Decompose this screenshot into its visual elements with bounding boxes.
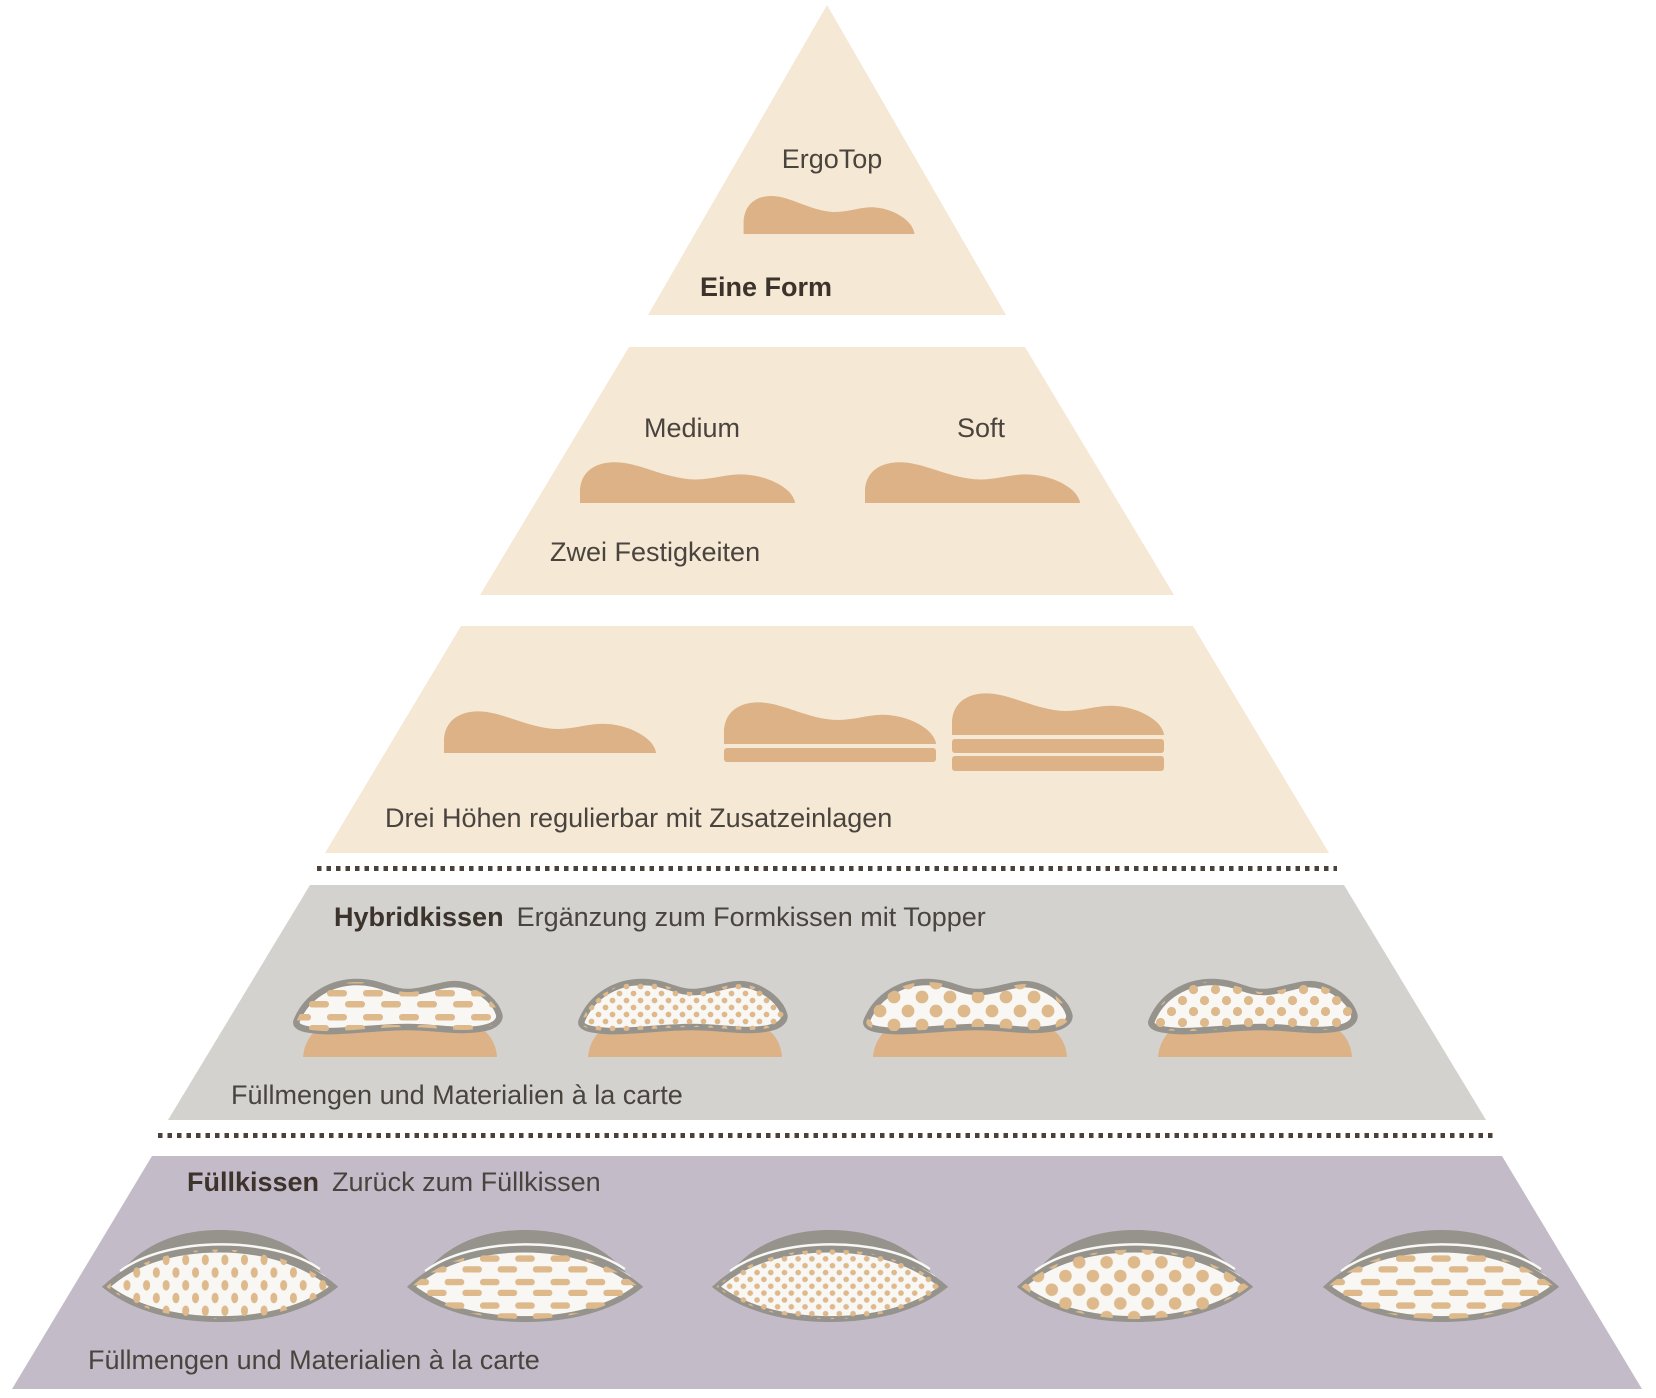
contour-pillow-illustration <box>743 195 915 234</box>
fuellkissen-title-row: Füllkissen Zurück zum Füllkissen <box>187 1167 601 1198</box>
caption-drei-hoehen: Drei Höhen regulierbar mit Zusatzeinlage… <box>385 803 893 833</box>
fill-pillow-1-illustration <box>101 1229 339 1322</box>
label-medium: Medium <box>643 413 741 443</box>
height-pillow-3-illustration <box>952 693 1164 771</box>
height-pillow-1-illustration <box>444 711 656 753</box>
caption-zwei-festigkeiten: Zwei Festigkeiten <box>550 537 761 567</box>
subtitle-hybridkissen: Ergänzung zum Formkissen mit Topper <box>516 902 986 932</box>
caption-fuellmengen-hybrid: Füllmengen und Materialien à la carte <box>231 1080 683 1110</box>
fill-pillow-2-illustration <box>406 1229 644 1322</box>
tier-zwei-festigkeiten <box>480 347 1174 595</box>
title-hybridkissen: Hybridkissen <box>334 902 504 932</box>
caption-fuellmengen-fuellkissen: Füllmengen und Materialien à la carte <box>88 1345 540 1375</box>
contour-pillow-medium-illustration <box>580 462 795 503</box>
label-soft: Soft <box>956 413 1006 443</box>
contour-pillow-soft-illustration <box>865 462 1080 503</box>
hybrid-pillow-3-illustration <box>863 978 1073 1057</box>
fill-pillow-4-illustration <box>1016 1229 1254 1322</box>
hybrid-pillow-4-illustration <box>1148 978 1358 1057</box>
dotted-separator-top <box>317 866 1337 871</box>
fill-pillow-3-illustration <box>711 1229 949 1322</box>
height-pillow-2-illustration <box>724 702 936 762</box>
label-ergotop: ErgoTop <box>781 144 883 174</box>
subtitle-fuellkissen: Zurück zum Füllkissen <box>332 1167 601 1197</box>
caption-eine-form: Eine Form <box>700 272 833 302</box>
title-fuellkissen: Füllkissen <box>187 1167 320 1197</box>
hybrid-pillow-1-illustration <box>293 978 503 1057</box>
hybrid-title-row: Hybridkissen Ergänzung zum Formkissen mit… <box>334 902 986 933</box>
hybrid-pillow-2-illustration <box>578 978 788 1057</box>
fill-pillow-5-illustration <box>1322 1229 1560 1322</box>
dotted-separator-bottom <box>158 1133 1496 1138</box>
